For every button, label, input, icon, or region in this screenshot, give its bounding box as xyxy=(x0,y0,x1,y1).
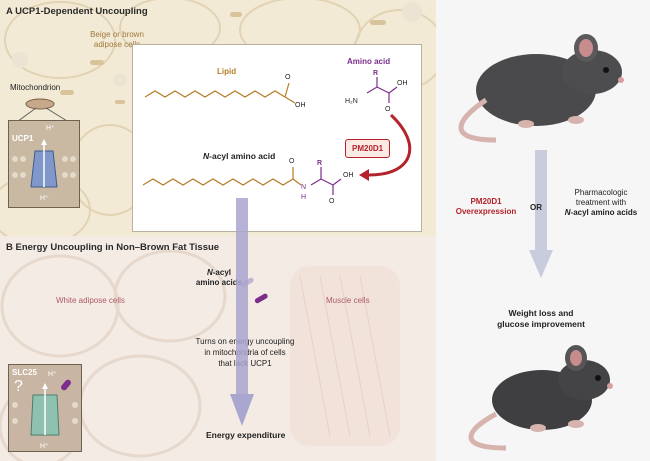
pm20d1-enzyme-badge: PM20D1 xyxy=(345,139,391,158)
nacyl-label: N-acyl amino acids xyxy=(194,268,244,288)
amino-acid-r: R xyxy=(373,70,379,77)
panel-a-title: A UCP1-Dependent Uncoupling xyxy=(6,6,148,17)
pharmacologic-label: Pharmacologic treatment with N-acyl amin… xyxy=(554,188,648,218)
nacyl-label-line1: N-acyl xyxy=(194,268,244,278)
beige-cells-label: Beige or brown adipose cells xyxy=(72,30,162,50)
product-o1: O xyxy=(289,158,295,165)
right-down-arrow-icon xyxy=(529,150,553,278)
mouse-icon xyxy=(458,34,624,143)
muscle-cells-label: Muscle cells xyxy=(326,296,370,305)
ucp1-channel-icon xyxy=(12,139,76,188)
question-mark-icon: ? xyxy=(14,378,23,395)
chemistry-structures xyxy=(142,77,412,195)
slc25-label: SLC25 xyxy=(12,368,37,377)
product-r: R xyxy=(317,160,323,167)
ucp1-label: UCP1 xyxy=(12,134,34,143)
nacyl-label-line2: amino acids xyxy=(195,278,243,287)
slc25-proton-top: H⁺ xyxy=(48,371,57,378)
pharmacologic-line3-rest: -acyl amino acids xyxy=(570,208,638,217)
nacyl-label-rest: -acyl xyxy=(212,268,231,277)
product-label-italic: N xyxy=(203,151,210,161)
slc25-proton-bottom: H⁺ xyxy=(40,443,49,450)
nacyl-label-italic: N xyxy=(206,268,213,277)
product-oh: OH xyxy=(343,172,354,179)
ucp1-inset xyxy=(8,120,80,208)
product-o2: O xyxy=(329,198,335,205)
pharmacologic-line3-italic: N xyxy=(564,208,571,217)
panel-b: B Energy Uncoupling in Non–Brown Fat Tis… xyxy=(0,236,436,461)
weight-loss-label: Weight loss and glucose improvement xyxy=(476,308,606,330)
lipid-label: Lipid xyxy=(217,67,237,76)
lipid-oh: OH xyxy=(295,102,306,109)
product-label-rest: -acyl amino acid xyxy=(209,151,276,161)
product-label: N-acyl amino acid xyxy=(203,151,275,161)
panel-a: A UCP1-Dependent Uncoupling Beige or bro… xyxy=(0,0,436,236)
pm20d1-overexpression-line1: PM20D1 xyxy=(470,197,502,206)
amino-acid-o: O xyxy=(385,106,391,113)
ucp1-proton-top: H⁺ xyxy=(46,125,55,132)
pharmacologic-line2: treatment with xyxy=(575,198,627,207)
amino-acid-oh: OH xyxy=(397,80,408,87)
beige-cells-label-line1: Beige or brown xyxy=(90,30,144,39)
white-cells-label: White adipose cells xyxy=(56,296,125,305)
weight-loss-line2: glucose improvement xyxy=(497,319,585,329)
or-label: OR xyxy=(530,203,542,212)
amino-acid-label: Amino acid xyxy=(347,57,391,66)
lean-mouse-icon xyxy=(468,345,613,451)
slc25-channel-icon xyxy=(12,379,78,436)
chemistry-box: Lipid Amino acid R H₂N OH O O OH PM20D1 … xyxy=(132,44,422,232)
product-h: H xyxy=(301,194,307,201)
pharmacologic-line1: Pharmacologic xyxy=(574,188,628,197)
weight-loss-line1: Weight loss and xyxy=(508,308,574,318)
ucp1-proton-bottom: H⁺ xyxy=(40,195,49,202)
slc25-inset xyxy=(8,364,82,452)
product-n: N xyxy=(301,184,307,191)
amino-acid-h2n: H₂N xyxy=(345,98,358,105)
lipid-o: O xyxy=(285,74,291,81)
pm20d1-overexpression-label: PM20D1 Overexpression xyxy=(446,197,526,217)
reaction-arrow-icon xyxy=(368,113,412,177)
pharmacologic-line3: N-acyl amino acids xyxy=(554,208,648,218)
down-arrow-icon xyxy=(230,198,254,426)
panel-b-title: B Energy Uncoupling in Non–Brown Fat Tis… xyxy=(6,242,220,253)
pm20d1-overexpression-line2: Overexpression xyxy=(455,207,517,216)
panel-right: PM20D1 Overexpression OR Pharmacologic t… xyxy=(436,0,650,461)
energy-expenditure-label: Energy expenditure xyxy=(206,430,286,440)
beige-cells-label-line2: adipose cells xyxy=(93,40,141,49)
mitochondrion-label: Mitochondrion xyxy=(10,83,61,92)
